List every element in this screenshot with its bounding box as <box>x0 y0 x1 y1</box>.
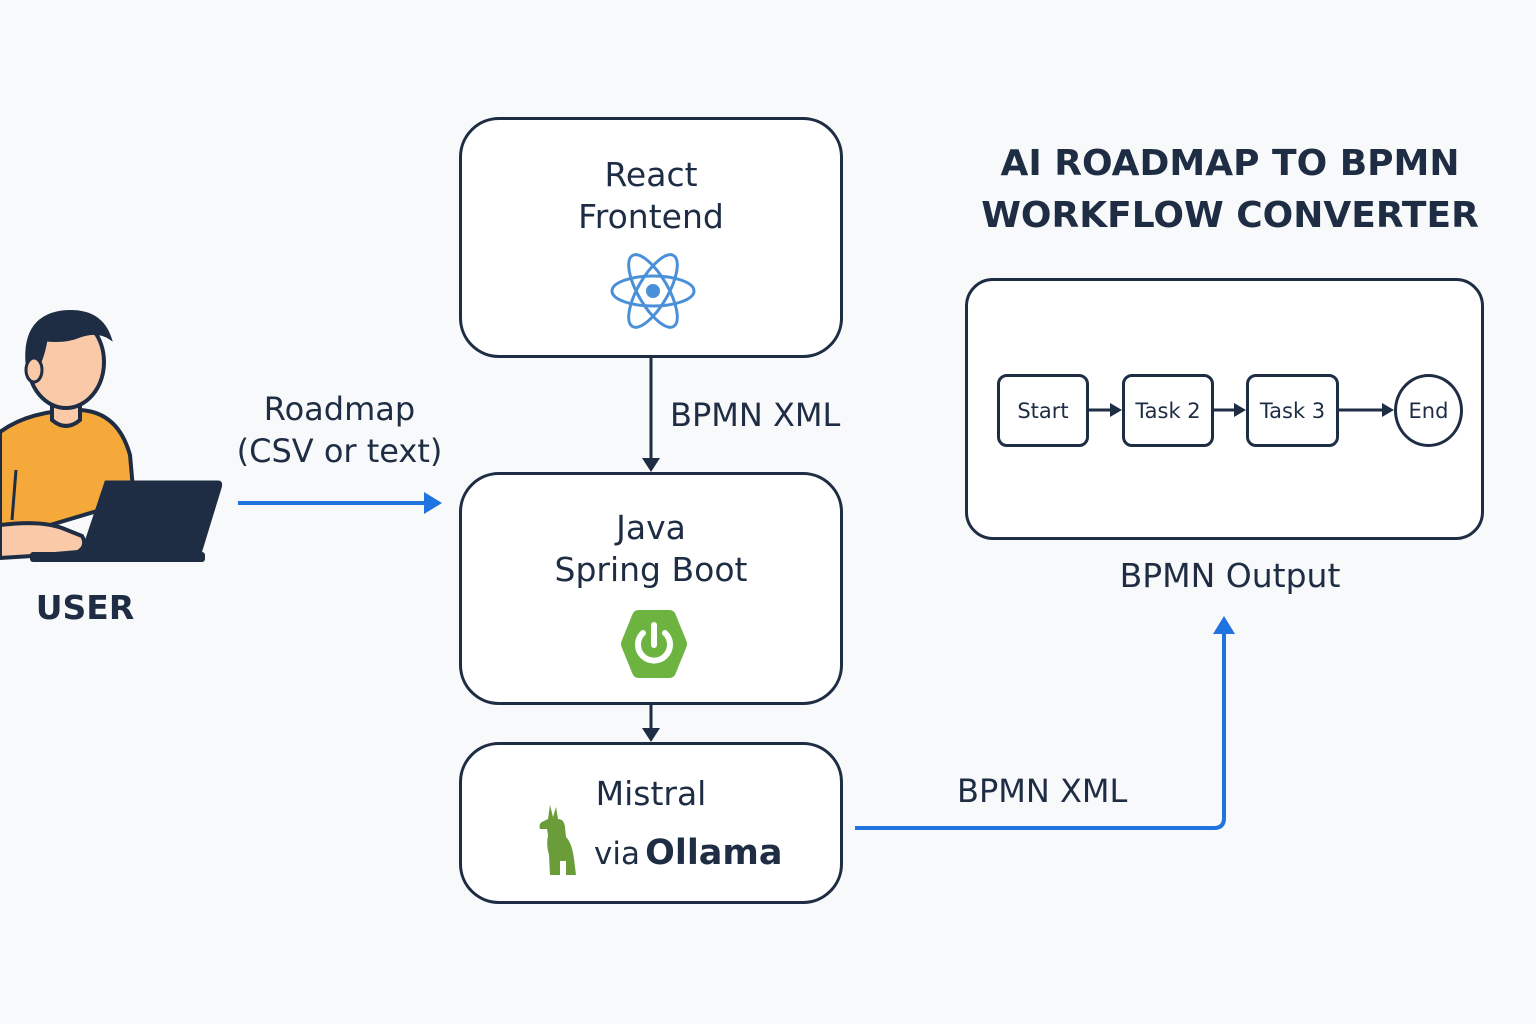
llama-icon <box>539 805 576 875</box>
roadmap-label-line-1: Roadmap <box>263 390 416 428</box>
flow-start-to-task-2 <box>1089 403 1122 417</box>
user-figure <box>0 310 223 562</box>
backend-line-2: Spring Boot <box>554 550 748 589</box>
bpmn-node-task-2: Task 2 <box>1122 374 1214 447</box>
frontend-backend-edge-label: BPMN XML <box>670 396 841 434</box>
frontend-line-1: React <box>604 155 698 194</box>
bpmn-node-start: Start <box>997 374 1089 447</box>
mistral-ollama-box: Mistral via Ollama <box>459 742 843 904</box>
flow-task-2-to-task-3 <box>1214 403 1246 417</box>
roadmap-label-line-2: (CSV or text) <box>236 432 443 470</box>
bpmn-output-label: BPMN Output <box>1119 556 1341 595</box>
ollama-text: Ollama <box>645 833 783 873</box>
frontend-line-2: Frontend <box>578 197 724 236</box>
arrow-user-to-backend <box>238 492 442 514</box>
bpmn-node-end: End <box>1394 374 1463 447</box>
bpmn-output-panel: Start Task 2 Task 3 End <box>965 278 1484 540</box>
arrow-backend-to-llm <box>642 704 660 742</box>
frontend-title: React Frontend <box>462 154 840 238</box>
backend-title: Java Spring Boot <box>462 507 840 591</box>
spring-boot-power-icon <box>621 610 687 678</box>
title-line-1: AI ROADMAP TO BPMN <box>1000 143 1460 184</box>
flow-task-3-to-end <box>1339 403 1394 417</box>
bpmn-node-task-3: Task 3 <box>1246 374 1339 447</box>
title-line-2: WORKFLOW CONVERTER <box>981 195 1479 236</box>
backend-line-1: Java <box>616 508 686 547</box>
user-label: USER <box>35 588 135 627</box>
via-text: via <box>594 836 640 872</box>
react-frontend-box: React Frontend <box>459 117 843 358</box>
roadmap-input-label: Roadmap (CSV or text) <box>232 388 447 472</box>
bpmn-sequence-flows <box>1089 403 1394 417</box>
llm-output-edge-label: BPMN XML <box>957 772 1128 810</box>
arrow-llm-to-output <box>855 616 1235 830</box>
diagram-title: AI ROADMAP TO BPMN WORKFLOW CONVERTER <box>960 138 1500 242</box>
spring-boot-box: Java Spring Boot <box>459 472 843 705</box>
ollama-line: via Ollama <box>594 833 783 873</box>
arrow-frontend-to-backend <box>642 357 660 472</box>
llm-title: Mistral <box>595 774 707 813</box>
react-logo-icon <box>610 253 696 329</box>
